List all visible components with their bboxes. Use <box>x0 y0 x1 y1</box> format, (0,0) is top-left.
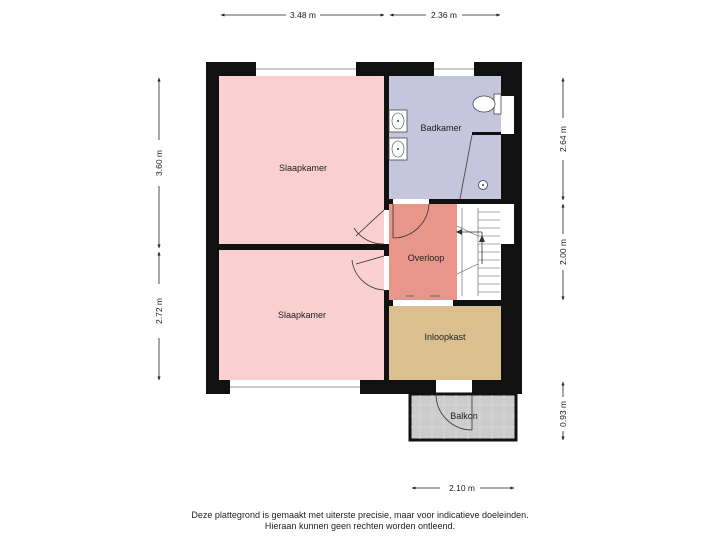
sink-icon-2 <box>388 137 408 161</box>
dim-left-lower: 2.72 m <box>154 298 164 324</box>
disclaimer-line-1: Deze plattegrond is gemaakt met uiterste… <box>191 510 529 520</box>
dimension-lines <box>157 13 565 490</box>
bathroom-partition <box>472 132 501 135</box>
door-badkamer <box>392 199 430 239</box>
door-balkon <box>435 393 473 431</box>
disclaimer-line-2: Hieraan kunnen geen rechten worden ontle… <box>264 521 456 531</box>
label-overloop: Overloop <box>408 253 445 263</box>
label-slaapkamer-bottom: Slaapkamer <box>278 310 326 320</box>
door-slaapkamer-top <box>353 209 389 245</box>
dim-bottom: 2.10 m <box>449 483 475 493</box>
dim-right-middle: 2.00 m <box>558 239 568 265</box>
disclaimer: Deze plattegrond is gemaakt met uiterste… <box>0 510 720 532</box>
shower-drain-icon <box>478 180 488 190</box>
door-inloopkast <box>393 300 453 306</box>
room-inloopkast <box>389 306 501 380</box>
windows <box>230 62 514 394</box>
dim-right-upper: 2.64 m <box>558 126 568 152</box>
balcony-door-opening <box>436 380 472 394</box>
label-badkamer: Badkamer <box>420 123 461 133</box>
dim-left-upper: 3.60 m <box>154 150 164 176</box>
dim-top-left: 3.48 m <box>290 10 316 20</box>
toilet-icon <box>472 93 502 115</box>
sink-icon <box>388 109 408 133</box>
room-balkon <box>408 392 518 442</box>
door-slaapkamer-bottom <box>351 255 389 291</box>
dim-right-lower: 0.93 m <box>558 401 568 427</box>
dim-top-right: 2.36 m <box>431 10 457 20</box>
balcony-grid <box>411 395 515 439</box>
label-balkon: Balkon <box>450 411 478 421</box>
room-slaapkamer-bottom <box>219 250 384 380</box>
stairs-arrow-icon <box>456 229 485 264</box>
shower-screen <box>459 134 473 200</box>
label-inloopkast: Inloopkast <box>424 332 466 342</box>
label-slaapkamer-top: Slaapkamer <box>279 163 327 173</box>
room-slaapkamer-top <box>219 76 384 244</box>
room-overloop <box>389 204 457 300</box>
